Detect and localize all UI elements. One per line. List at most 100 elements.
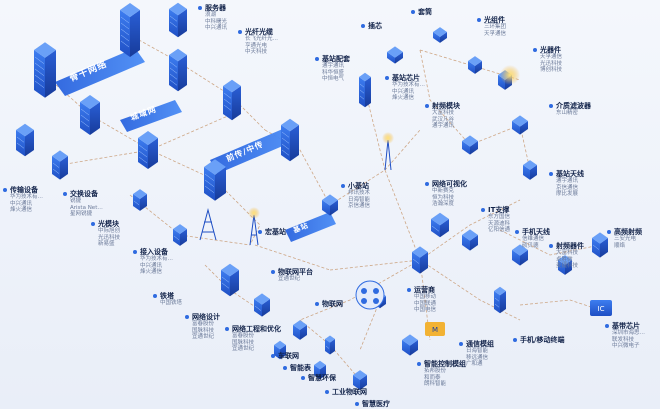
iot-hub-icon — [355, 280, 385, 310]
node-dot — [407, 288, 411, 292]
device-box — [314, 360, 326, 380]
node-title: 智能表 — [290, 364, 311, 372]
node-label-rf-device: 射频器件大富科技卓胜微麦捷科技 — [549, 242, 584, 270]
node-company: 通宇通讯 — [556, 178, 579, 184]
node-label-baseband-chip: 基带芯片深圳市海思…联发科技中兴微电子 — [605, 322, 646, 350]
device-box — [523, 160, 537, 180]
node-dot — [153, 294, 157, 298]
node-dot — [605, 324, 609, 328]
node-company: 中际旭创 — [98, 228, 121, 234]
node-dot — [355, 402, 359, 406]
device-box — [223, 79, 241, 121]
device-box — [462, 229, 478, 251]
node-company: 国脉科技 — [192, 327, 215, 334]
node-dot — [258, 230, 262, 234]
node-company: 光迅科技 — [540, 60, 563, 67]
node-company: 中国移动 — [414, 294, 437, 300]
node-company: 移远通信 — [466, 354, 489, 361]
node-dot — [3, 188, 7, 192]
node-company: 宜通世纪 — [278, 276, 301, 282]
node-dot — [549, 244, 553, 248]
node-dot — [481, 208, 485, 212]
node-dot — [63, 192, 67, 196]
node-company: 深圳市海思… — [612, 330, 646, 336]
node-label-vehicle-net: 车联网 — [271, 352, 299, 360]
node-company: 天孚通信 — [540, 54, 563, 60]
node-label-small-station: 小基站邦讯技术日海智能京信通信 — [341, 182, 371, 210]
device-box — [353, 370, 367, 390]
device-box — [274, 340, 286, 360]
node-dot — [411, 10, 415, 14]
node-label-optical-module: 光模块中际旭创光迅科技新易盛 — [91, 220, 121, 248]
node-label-iot-label: 物联网 — [315, 300, 343, 308]
node-company: 中兴通讯 — [392, 88, 415, 95]
device-box — [494, 286, 506, 314]
device-box — [462, 135, 478, 155]
device-box — [293, 320, 307, 340]
node-dot — [238, 30, 242, 34]
node-dot — [315, 302, 319, 306]
node-title: 网络设计 — [192, 313, 220, 321]
node-company: 长飞光纤光… — [245, 36, 279, 42]
node-company: 星网锐捷 — [70, 211, 93, 218]
band-ribbons — [55, 48, 336, 242]
device-box — [16, 123, 34, 157]
node-company: 宜通世纪 — [192, 334, 215, 341]
device-box — [254, 293, 270, 317]
device-box — [592, 232, 608, 258]
node-company: 信维通信 — [522, 236, 545, 242]
device-box — [52, 150, 68, 180]
node-title: 服务器 — [205, 4, 226, 12]
node-dot — [325, 390, 329, 394]
node-company: 拓邦股份 — [424, 368, 447, 374]
node-label-net-visual: 网络可视化中新赛克恒为科技浩瀚深度 — [425, 180, 467, 208]
node-company: 大富科技 — [556, 250, 579, 256]
node-dot — [425, 182, 429, 186]
device-box — [325, 335, 335, 355]
node-company: 浪潮 — [205, 12, 217, 18]
node-company: 中兴通讯 — [140, 262, 163, 269]
node-company: 通宇通讯 — [432, 123, 455, 130]
node-label-comm-module: 通信模组日海智能移远通信广和通 — [459, 340, 494, 368]
node-label-smart-env: 智慧环保 — [301, 374, 336, 382]
device-box — [169, 2, 187, 38]
node-title: 网络工程和优化 — [232, 325, 281, 333]
node-company: 华为技术有… — [140, 256, 174, 262]
node-dot — [513, 338, 517, 342]
node-title: 基带芯片 — [612, 322, 640, 330]
node-label-optical-part: 光组件三环集团天孚通信 — [477, 16, 506, 37]
node-label-station-parts: 基站配套通宇通讯科华恒盛中恒电气 — [315, 55, 350, 83]
node-dot — [549, 172, 553, 176]
node-company: 广和通 — [466, 361, 483, 368]
node-company: 麦捷科技 — [556, 263, 579, 270]
node-dot — [385, 76, 389, 80]
node-company: 硕贝德 — [522, 242, 539, 249]
node-dot — [549, 104, 553, 108]
node-label-tower: 铁塔中国铁塔 — [153, 292, 183, 307]
node-company: 东山精密 — [556, 110, 579, 116]
node-dot — [477, 18, 481, 22]
node-dot — [341, 184, 345, 188]
node-company: 中国铁塔 — [160, 300, 183, 306]
node-title: 智慧医疗 — [362, 400, 390, 408]
node-label-optical-device: 光器件天孚通信光迅科技博创科技 — [533, 46, 563, 74]
node-company: 宜通世纪 — [232, 346, 255, 353]
node-title: 光组件 — [484, 16, 505, 24]
node-title: 车联网 — [278, 352, 299, 360]
node-dot — [417, 362, 421, 366]
node-company: 三安光电 — [614, 236, 637, 242]
node-company: 博创科技 — [540, 67, 563, 74]
node-label-industrial-iot: 工业物联网 — [325, 388, 367, 396]
node-title: 铁塔 — [160, 292, 174, 300]
node-dot — [459, 342, 463, 346]
node-dot — [185, 315, 189, 319]
device-box — [169, 48, 187, 92]
node-dot — [361, 24, 365, 28]
node-company: 日海智能 — [348, 196, 371, 203]
node-title: IT支撑 — [488, 206, 510, 214]
node-dot — [225, 327, 229, 331]
node-title: 网络可视化 — [432, 180, 467, 188]
device-box — [138, 131, 158, 169]
svg-text:IC: IC — [598, 305, 605, 313]
